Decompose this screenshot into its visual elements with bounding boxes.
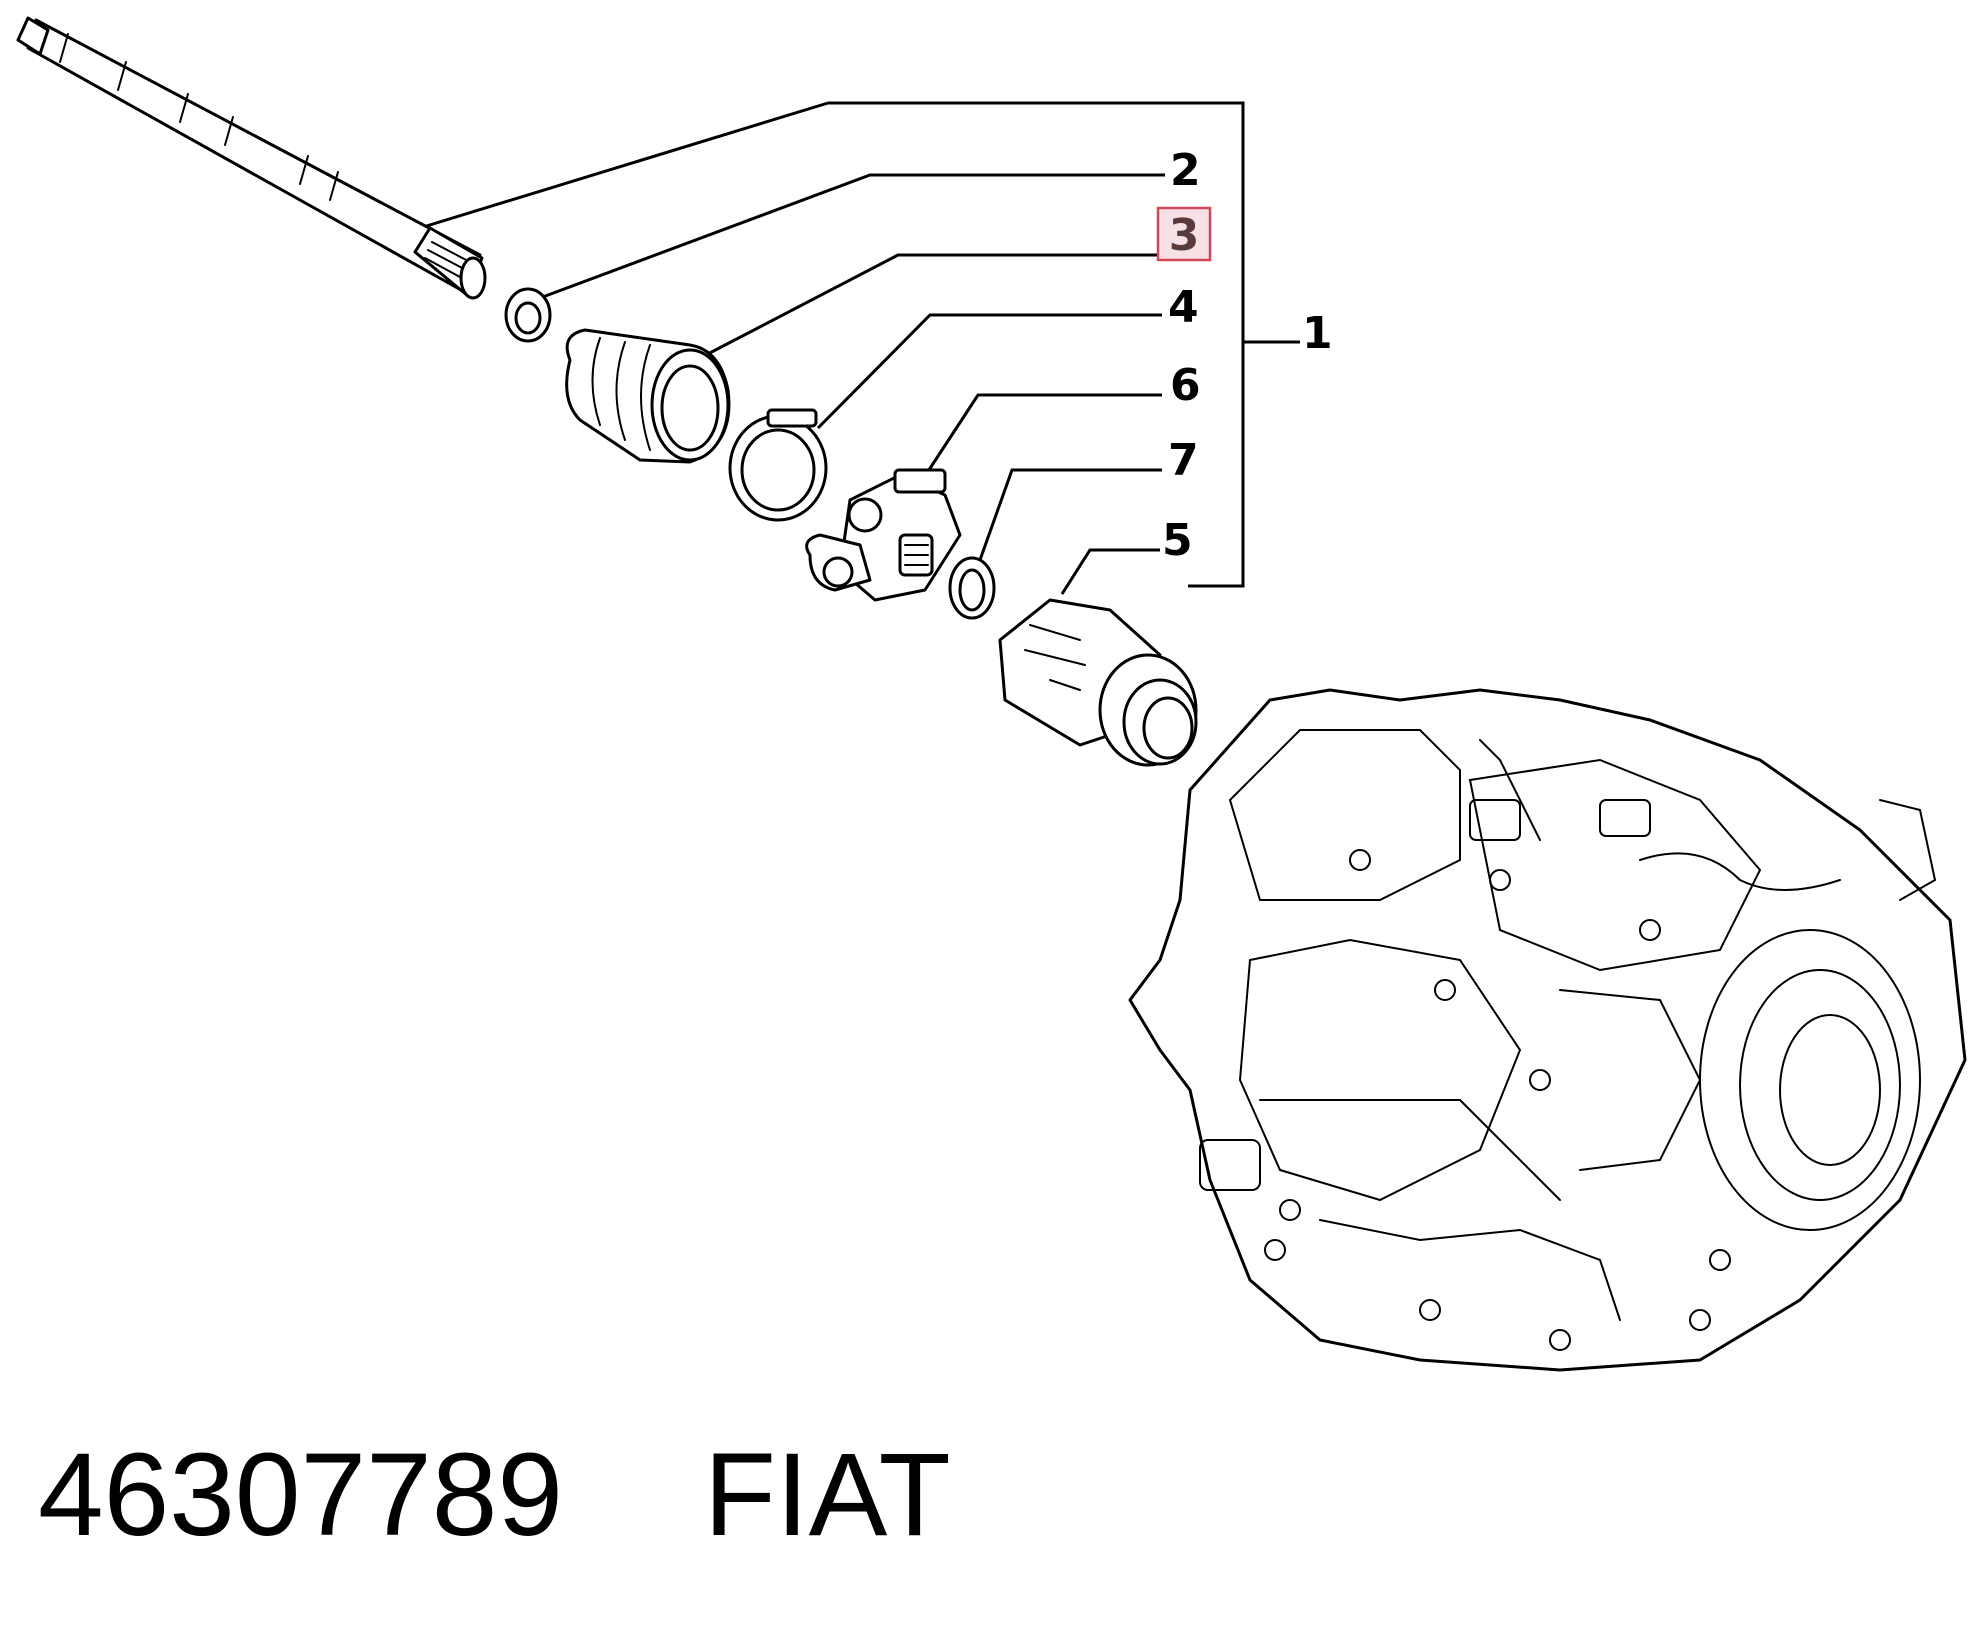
callout-2: 2 bbox=[1170, 145, 1201, 196]
part-footer: 46307789 FIAT bbox=[38, 1430, 951, 1560]
leader-5 bbox=[1060, 548, 1160, 595]
callout-4: 4 bbox=[1168, 282, 1199, 333]
callout-3: 3 bbox=[1169, 210, 1200, 261]
circlip bbox=[948, 556, 996, 620]
joint-housing bbox=[998, 598, 1198, 767]
tripod-joint bbox=[805, 468, 962, 602]
callout-labels: 2 3 4 1 6 7 5 bbox=[1156, 145, 1333, 566]
callout-5: 5 bbox=[1162, 515, 1193, 566]
leader-bracket-1 bbox=[828, 101, 1245, 588]
leader-4 bbox=[816, 313, 1162, 430]
leader-7 bbox=[978, 468, 1162, 561]
callout-6: 6 bbox=[1170, 360, 1201, 411]
leader-lines bbox=[419, 101, 1300, 595]
leader-2 bbox=[539, 173, 1165, 300]
leader-6 bbox=[923, 393, 1162, 477]
callout-1: 1 bbox=[1302, 308, 1333, 359]
brand-name: FIAT bbox=[703, 1429, 951, 1561]
snap-ring bbox=[504, 287, 552, 343]
boot-clamp bbox=[728, 408, 828, 522]
part-number: 46307789 bbox=[38, 1429, 564, 1561]
leader-1-to-shaft bbox=[419, 101, 829, 230]
cv-boot bbox=[565, 328, 731, 464]
transmission-housing bbox=[1128, 688, 1967, 1372]
drive-shaft bbox=[16, 16, 487, 300]
callout-3-highlight bbox=[1156, 206, 1212, 262]
leader-3 bbox=[701, 253, 1158, 359]
callout-7: 7 bbox=[1168, 435, 1199, 486]
